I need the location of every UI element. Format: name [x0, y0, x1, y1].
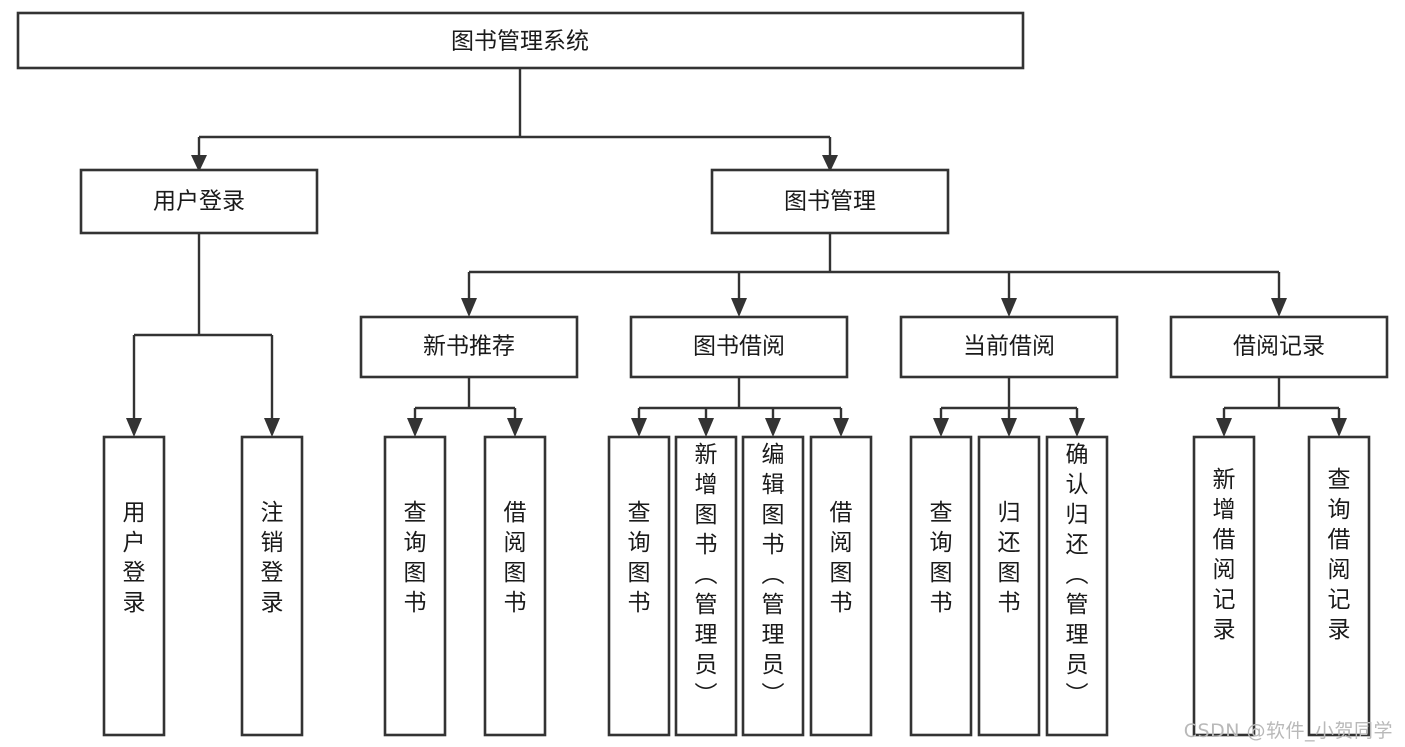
leaf-node-query-book-3[interactable]: 查询图书 — [909, 435, 973, 737]
node-book-management-label: 图书管理 — [784, 189, 876, 215]
leaf-borrow-book-2-box[interactable] — [809, 435, 873, 737]
node-book-borrow[interactable]: 图书借阅 — [629, 315, 849, 379]
leaf-query-book-2-box[interactable] — [607, 435, 671, 737]
leaf-node-return-book[interactable]: 归还图书 — [977, 435, 1041, 737]
node-root[interactable]: 图书管理系统 — [16, 11, 1025, 70]
leaf-node-borrow-book-2[interactable]: 借阅图书 — [809, 435, 873, 737]
leaf-confirm-return-box[interactable] — [1045, 435, 1109, 737]
csdn-watermark: CSDN @软件_小贺同学 — [1183, 720, 1393, 742]
arrowhead-new-book-recommend — [461, 298, 477, 317]
leaf-edit-book-box[interactable] — [741, 435, 805, 737]
node-new-book-recommend[interactable]: 新书推荐 — [359, 315, 579, 379]
arrowhead-leaf-query-book-2 — [631, 418, 647, 437]
leaf-node-query-book-1[interactable]: 查询图书 — [383, 435, 447, 737]
node-current-borrow[interactable]: 当前借阅 — [899, 315, 1119, 379]
leaf-query-book-1-box[interactable] — [383, 435, 447, 737]
arrowhead-leaf-return-book — [1001, 418, 1017, 437]
leaf-borrow-book-1-label: 借阅图书 — [504, 500, 527, 616]
arrowhead-leaf-borrow-book-1 — [507, 418, 523, 437]
leaf-query-book-2-label: 查询图书 — [628, 500, 651, 616]
node-root-label: 图书管理系统 — [451, 29, 589, 55]
node-user-login[interactable]: 用户登录 — [79, 168, 319, 235]
node-new-book-recommend-box[interactable] — [359, 315, 579, 379]
leaf-user-login-box[interactable] — [102, 435, 166, 737]
arrowhead-book-management — [822, 155, 838, 172]
leaf-node-query-record[interactable]: 查询借阅记录 — [1307, 435, 1371, 737]
arrowhead-book-borrow — [731, 298, 747, 317]
leaf-node-confirm-return[interactable]: 确认归还︵管理员︶ — [1045, 435, 1109, 737]
leaf-edit-book-label: 编辑图书︵管理员︶ — [762, 442, 785, 708]
leaf-node-borrow-book-1[interactable]: 借阅图书 — [483, 435, 547, 737]
leaf-query-record-label: 查询借阅记录 — [1328, 467, 1351, 643]
arrowhead-leaf-add-record — [1216, 418, 1232, 437]
node-user-login-box[interactable] — [79, 168, 319, 235]
leaf-query-book-3-label: 查询图书 — [930, 500, 953, 616]
leaf-add-book-label: 新增图书︵管理员︶ — [695, 442, 718, 708]
arrowhead-leaf-borrow-book-2 — [833, 418, 849, 437]
node-book-management-box[interactable] — [710, 168, 950, 235]
node-new-book-recommend-label: 新书推荐 — [423, 334, 515, 360]
leaf-return-book-box[interactable] — [977, 435, 1041, 737]
arrowhead-leaf-confirm-return — [1069, 418, 1085, 437]
arrowhead-user-login — [191, 155, 207, 172]
arrowhead-leaf-query-book-3 — [933, 418, 949, 437]
leaf-add-record-label: 新增借阅记录 — [1213, 467, 1236, 643]
leaf-logout-login-label: 注销登录 — [261, 500, 284, 616]
node-current-borrow-label: 当前借阅 — [963, 334, 1055, 360]
arrowhead-leaf-edit-book — [765, 418, 781, 437]
node-book-borrow-box[interactable] — [629, 315, 849, 379]
node-user-login-label: 用户登录 — [153, 189, 245, 215]
leaf-logout-login-box[interactable] — [240, 435, 304, 737]
leaf-query-book-1-label: 查询图书 — [404, 500, 427, 616]
leaf-node-add-record[interactable]: 新增借阅记录 — [1192, 435, 1256, 737]
node-current-borrow-box[interactable] — [899, 315, 1119, 379]
leaf-borrow-book-2-label: 借阅图书 — [830, 500, 853, 616]
leaf-layer: 用户登录 注销登录 查询图书 借阅图书 查询图书 新增图书 — [102, 435, 1371, 737]
arrowhead-leaf-query-record — [1331, 418, 1347, 437]
leaf-node-query-book-2[interactable]: 查询图书 — [607, 435, 671, 737]
leaf-add-book-box[interactable] — [674, 435, 738, 737]
leaf-node-add-book[interactable]: 新增图书︵管理员︶ — [674, 435, 738, 737]
node-book-management[interactable]: 图书管理 — [710, 168, 950, 235]
node-borrow-record[interactable]: 借阅记录 — [1169, 315, 1389, 379]
arrowhead-current-borrow — [1001, 298, 1017, 317]
leaf-query-book-3-box[interactable] — [909, 435, 973, 737]
leaf-confirm-return-label: 确认归还︵管理员︶ — [1066, 442, 1089, 708]
node-borrow-record-label: 借阅记录 — [1233, 334, 1325, 360]
arrowhead-leaf-query-book-1 — [407, 418, 423, 437]
node-borrow-record-box[interactable] — [1169, 315, 1389, 379]
leaf-query-record-box[interactable] — [1307, 435, 1371, 737]
arrowhead-leaf-logout-login — [264, 418, 280, 437]
connector-layer — [126, 68, 1347, 437]
leaf-node-logout-login[interactable]: 注销登录 — [240, 435, 304, 737]
leaf-borrow-book-1-box[interactable] — [483, 435, 547, 737]
leaf-add-record-box[interactable] — [1192, 435, 1256, 737]
leaf-node-edit-book[interactable]: 编辑图书︵管理员︶ — [741, 435, 805, 737]
node-book-borrow-label: 图书借阅 — [693, 334, 785, 360]
leaf-return-book-label: 归还图书 — [998, 500, 1021, 616]
arrowhead-borrow-record — [1271, 298, 1287, 317]
arrowhead-leaf-add-book — [698, 418, 714, 437]
leaf-node-user-login[interactable]: 用户登录 — [102, 435, 166, 737]
node-root-box[interactable] — [16, 11, 1025, 70]
leaf-user-login-label: 用户登录 — [123, 500, 146, 616]
arrowhead-leaf-user-login — [126, 418, 142, 437]
